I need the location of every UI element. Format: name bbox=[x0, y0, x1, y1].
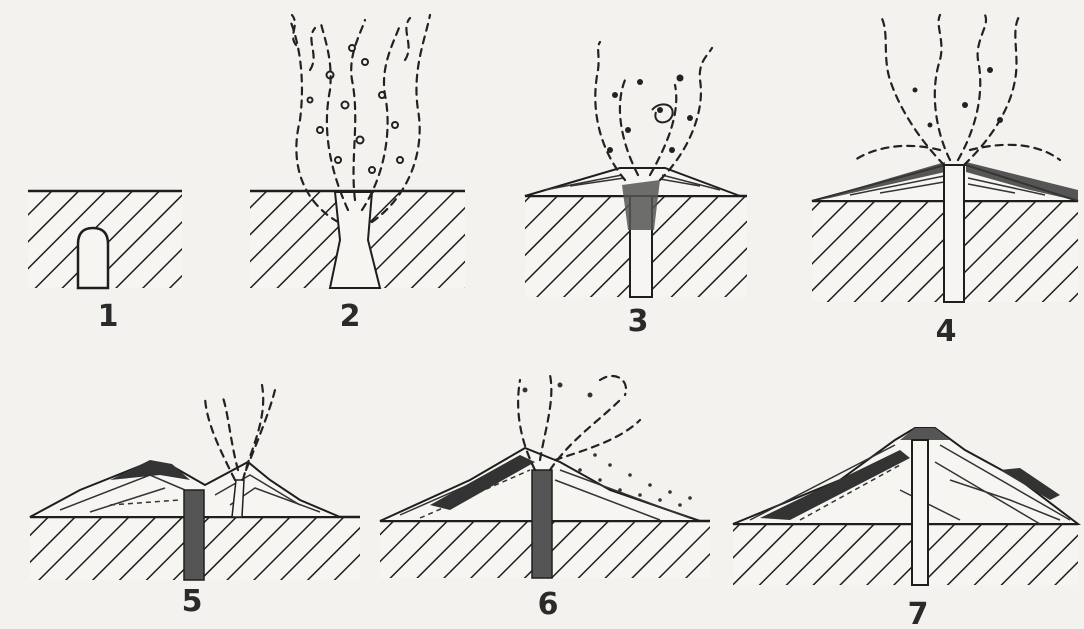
eruption-cloud bbox=[595, 42, 712, 180]
volcanic-conduit bbox=[532, 470, 552, 578]
volcanic-conduit bbox=[944, 165, 964, 302]
panel-label: 3 bbox=[628, 304, 649, 339]
panel-label: 5 bbox=[182, 584, 203, 619]
panel-7: 7 bbox=[733, 428, 1078, 629]
panel-label: 7 bbox=[908, 597, 929, 629]
volcanic-conduit bbox=[912, 440, 928, 585]
panel-label: 1 bbox=[98, 299, 119, 334]
panel-4: 4 bbox=[812, 15, 1078, 349]
magma-chamber bbox=[78, 228, 108, 288]
panel-label: 4 bbox=[936, 314, 957, 349]
summit-crater bbox=[900, 428, 950, 440]
eruption-cloud bbox=[855, 15, 1060, 165]
panel-6: 6 bbox=[380, 375, 710, 622]
vent-ash bbox=[622, 180, 660, 230]
volcanic-conduit bbox=[184, 490, 204, 580]
panel-label: 2 bbox=[340, 299, 361, 334]
panel-1: 1 bbox=[28, 191, 182, 334]
panel-2: 2 bbox=[250, 15, 465, 334]
panel-label: 6 bbox=[538, 587, 559, 622]
panel-3: 3 bbox=[525, 42, 747, 339]
ejected-rocks bbox=[913, 67, 1004, 128]
ground-block bbox=[733, 525, 1078, 585]
vapor-swirl bbox=[652, 104, 673, 122]
panel-5: 5 bbox=[30, 385, 360, 619]
